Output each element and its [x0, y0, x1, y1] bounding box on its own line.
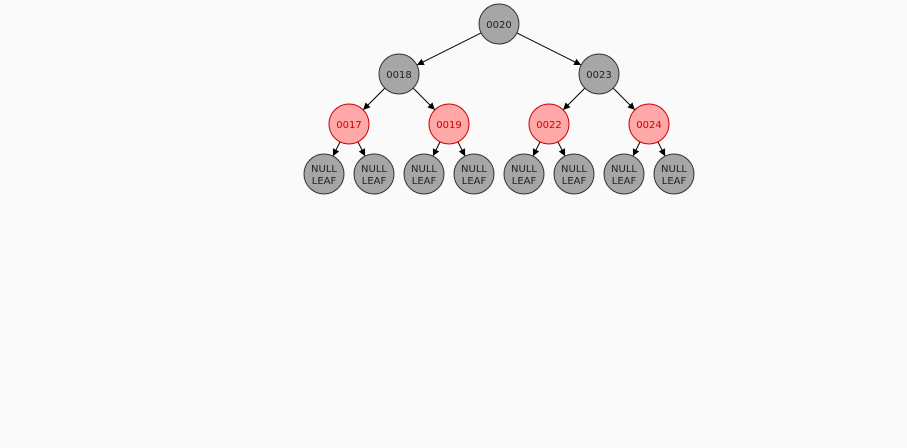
node-label: LEAF [312, 176, 337, 187]
node-label: NULL [461, 164, 487, 175]
node-circle [428, 103, 470, 145]
node-label: 0020 [486, 20, 511, 31]
edge-n17-l1 [357, 141, 366, 157]
node-label: LEAF [462, 176, 487, 187]
node-circle [378, 53, 420, 95]
node-label: LEAF [662, 176, 687, 187]
node-label: NULL [411, 164, 437, 175]
tree-node-0024[interactable]: 0024 [628, 103, 670, 145]
node-circle [578, 53, 620, 95]
node-circle [553, 153, 595, 195]
tree-node-0019[interactable]: 0019 [428, 103, 470, 145]
node-label: NULL [661, 164, 687, 175]
node-circle [453, 153, 495, 195]
node-circle [403, 153, 445, 195]
node-label: 0023 [586, 70, 611, 81]
edge-n18-n17 [362, 87, 386, 111]
node-label: 0024 [636, 120, 661, 131]
edge-n24-l6 [632, 141, 641, 157]
node-label: LEAF [562, 176, 587, 187]
edge-n17-l0 [332, 141, 341, 157]
node-label: LEAF [412, 176, 437, 187]
node-label: NULL [611, 164, 637, 175]
edge-n23-n22 [562, 87, 586, 111]
node-label: NULL [511, 164, 537, 175]
node-circle [353, 153, 395, 195]
node-label: NULL [361, 164, 387, 175]
edge-n22-l5 [557, 141, 566, 157]
node-circle [628, 103, 670, 145]
tree-node-0023[interactable]: 0023 [578, 53, 620, 95]
tree-node-0018[interactable]: 0018 [378, 53, 420, 95]
node-circle [303, 153, 345, 195]
node-label: LEAF [612, 176, 637, 187]
node-label: NULL [311, 164, 337, 175]
node-circle [653, 153, 695, 195]
edge-n18-n19 [412, 87, 436, 111]
tree-node-0017[interactable]: 0017 [328, 103, 370, 145]
node-label: 0022 [536, 120, 561, 131]
node-label: 0019 [436, 120, 461, 131]
node-label: LEAF [362, 176, 387, 187]
node-circle [603, 153, 645, 195]
node-label: NULL [561, 164, 587, 175]
edge-n24-l7 [657, 141, 666, 157]
edge-n19-l2 [432, 141, 441, 157]
edge-n19-l3 [457, 141, 466, 157]
node-label: 0018 [386, 70, 411, 81]
edge-n20-n23 [516, 32, 582, 66]
edge-n20-n18 [416, 32, 482, 66]
node-label: 0017 [336, 120, 361, 131]
node-circle [328, 103, 370, 145]
node-circle [528, 103, 570, 145]
node-circle [503, 153, 545, 195]
node-circle [478, 3, 520, 45]
tree-node-0020[interactable]: 0020 [478, 3, 520, 45]
node-label: LEAF [512, 176, 537, 187]
edge-n23-n24 [612, 87, 636, 111]
edge-n22-l4 [532, 141, 541, 157]
tree-node-0022[interactable]: 0022 [528, 103, 570, 145]
